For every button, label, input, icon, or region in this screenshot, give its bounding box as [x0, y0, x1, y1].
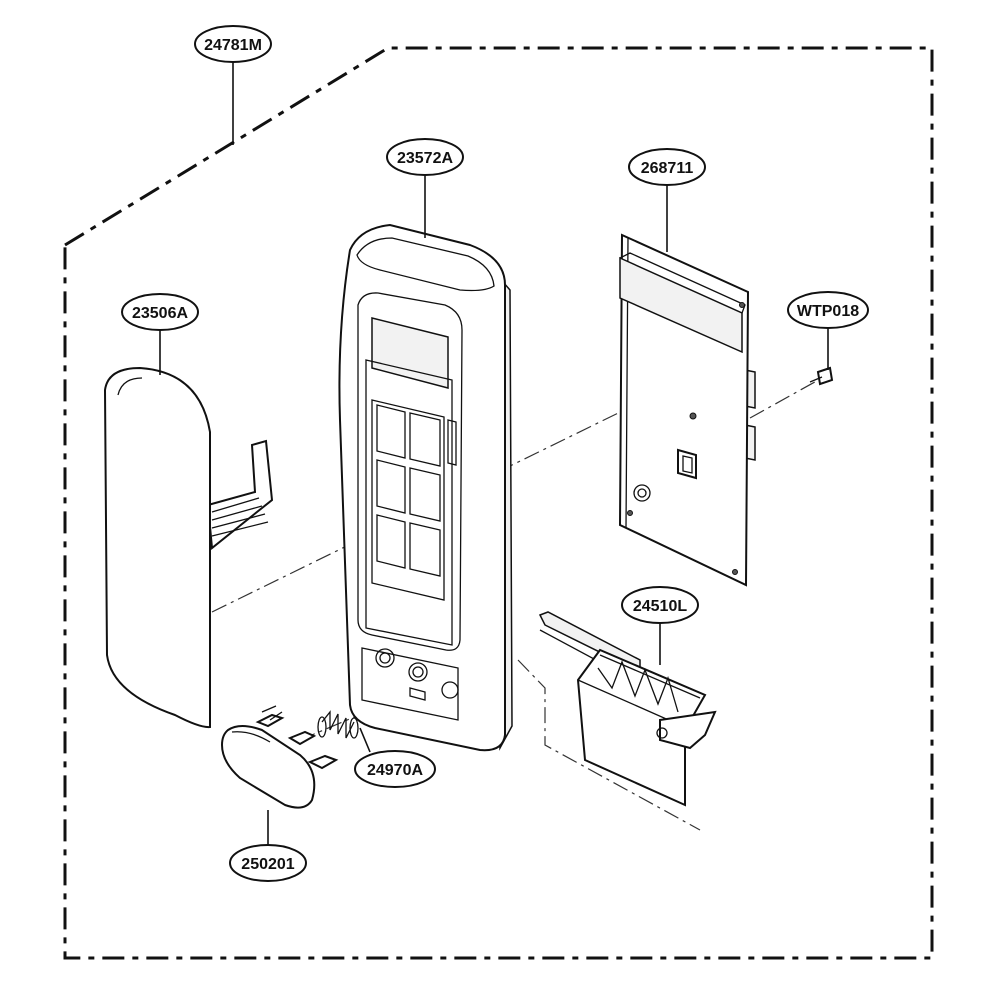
- callout-23506A[interactable]: 23506A: [121, 293, 199, 331]
- part-label-23506A: 23506A: [132, 305, 188, 322]
- frame-body: [338, 223, 506, 752]
- board-connector-block: [619, 256, 743, 354]
- keypad-buttons: [371, 399, 445, 601]
- keypad-panel: [103, 366, 211, 729]
- callout-WTP018[interactable]: WTP018: [787, 291, 869, 329]
- button-bay: [361, 647, 459, 721]
- control-panel-frame-part: [338, 223, 513, 752]
- latch-hook: [659, 710, 717, 750]
- callout-24970A[interactable]: 24970A: [354, 750, 436, 788]
- assembly-boundary: [63, 46, 934, 960]
- part-label-268711: 268711: [641, 160, 694, 177]
- door-button-part: [220, 705, 339, 809]
- callout-24781M[interactable]: 24781M: [194, 25, 272, 63]
- frame-inner-panel: [357, 292, 463, 651]
- membrane-keypad-part: [103, 366, 274, 729]
- alignment-line-screw: [749, 377, 823, 419]
- part-label-24970A: 24970A: [367, 762, 423, 779]
- part-label-24781M: 24781M: [204, 37, 262, 54]
- callout-268711[interactable]: 268711: [628, 148, 706, 186]
- callout-24510L[interactable]: 24510L: [621, 586, 699, 624]
- circuit-board-part: [618, 233, 756, 587]
- part-label-23572A: 23572A: [397, 150, 453, 167]
- keypad-region: [365, 359, 453, 646]
- callout-250201[interactable]: 250201: [229, 844, 307, 882]
- button-cap: [220, 725, 316, 809]
- spring-part: [317, 710, 359, 739]
- board-socket: [677, 448, 697, 480]
- door-latch-lever-part: [538, 611, 717, 807]
- callout-23572A[interactable]: 23572A: [386, 138, 464, 176]
- ribbon-cable: [206, 439, 274, 550]
- part-label-24510L: 24510L: [633, 598, 687, 615]
- screw-part: [809, 366, 834, 386]
- part-label-WTP018: WTP018: [797, 303, 859, 320]
- alignment-line-latch: [517, 659, 701, 831]
- display-window: [371, 317, 449, 389]
- part-label-250201: 250201: [241, 856, 294, 873]
